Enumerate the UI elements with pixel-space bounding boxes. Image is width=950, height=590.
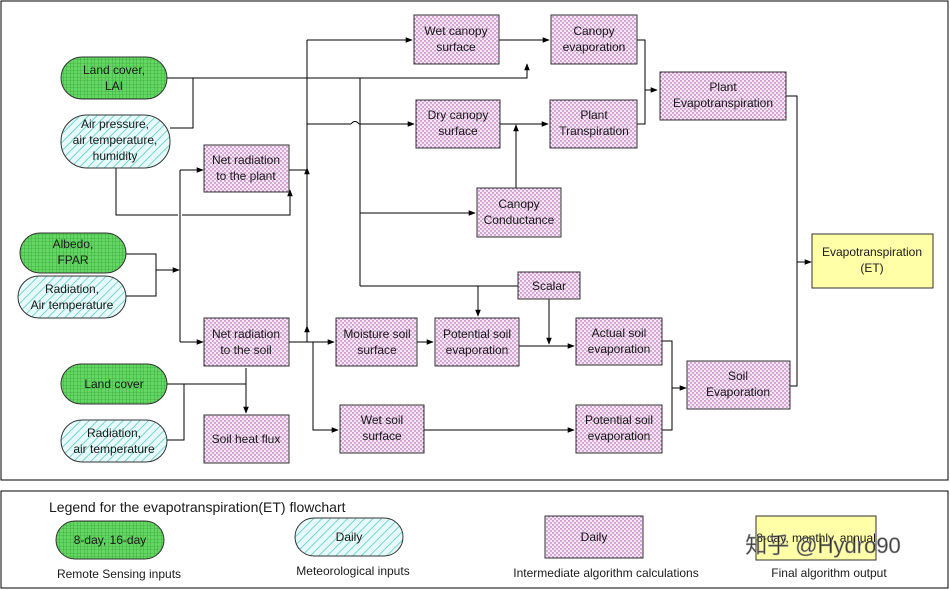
node-text: Dry canopy — [428, 108, 489, 122]
node-text: Conductance — [484, 213, 555, 227]
node-text: surface — [357, 343, 397, 357]
node-text: Land cover, — [83, 63, 145, 77]
legend-meteorological: Daily Meteorological inputs — [294, 517, 410, 578]
dry-canopy-surface-node: Dry canopy surface — [415, 99, 501, 149]
evapotranspiration-output-node: Evapotranspiration (ET) — [811, 233, 934, 289]
node-text: Land cover — [84, 377, 143, 391]
node-text: Radiation, — [45, 282, 99, 296]
potential-soil-evaporation-node: Potential soil evaporation — [434, 317, 520, 367]
node-text: evaporation — [563, 40, 626, 54]
air-pressure-node: Air pressure, air temperature, humidity — [60, 114, 171, 169]
node-text: Wet soil — [361, 413, 403, 427]
node-text: Evapotranspiration — [673, 96, 773, 110]
soil-evaporation-node: Soil Evaporation — [686, 360, 791, 410]
node-text: Radiation, — [87, 426, 141, 440]
node-text: Soil — [728, 369, 748, 383]
node-text: LAI — [105, 79, 123, 93]
legend-sample-text: Daily — [336, 530, 363, 544]
node-text: Moisture soil — [343, 327, 410, 341]
legend-label: Final algorithm output — [771, 566, 887, 580]
legend-intermediate: Daily Intermediate algorithm calculation… — [513, 515, 699, 580]
radiation-air-temperature-node-2: Radiation, air temperature — [60, 419, 168, 463]
node-text: Canopy — [498, 197, 539, 211]
net-radiation-plant-node: Net radiation to the plant — [203, 144, 290, 193]
connectors — [115, 37, 812, 441]
node-text: surface — [438, 124, 478, 138]
node-text: Evapotranspiration — [822, 245, 922, 259]
node-text: air temperature, — [73, 133, 158, 147]
node-text: Potential soil — [585, 413, 653, 427]
net-radiation-soil-node: Net radiation to the soil — [203, 317, 290, 367]
legend-label: Remote Sensing inputs — [57, 567, 181, 581]
node-text: FPAR — [57, 253, 88, 267]
node-text: to the plant — [216, 169, 276, 183]
plant-evapotranspiration-node: Plant Evapotranspiration — [659, 71, 787, 121]
land-cover-lai-node: Land cover, LAI — [60, 56, 168, 100]
node-text: Canopy — [573, 24, 614, 38]
node-text: Plant — [580, 108, 608, 122]
node-text: Scalar — [532, 279, 566, 293]
node-text: evaporation — [588, 342, 651, 356]
canopy-conductance-node: Canopy Conductance — [476, 187, 562, 238]
land-cover-node: Land cover — [60, 363, 168, 405]
node-text: surface — [436, 40, 476, 54]
node-text: Plant — [709, 80, 737, 94]
legend-sample-text: Daily — [581, 530, 608, 544]
node-text: surface — [362, 429, 402, 443]
node-text: Wet canopy — [424, 24, 487, 38]
node-text: Actual soil — [592, 326, 647, 340]
node-text: to the soil — [220, 343, 271, 357]
node-text: Net radiation — [212, 153, 280, 167]
plant-transpiration-node: Plant Transpiration — [549, 99, 638, 149]
radiation-air-temperature-node: Radiation, Air temperature — [17, 275, 127, 319]
node-text: air temperature — [73, 442, 155, 456]
legend-final-output: 8-day, monthly, annual Final algorithm o… — [755, 515, 887, 580]
moisture-soil-surface-node: Moisture soil surface — [335, 317, 418, 367]
legend-frame — [0, 490, 949, 589]
node-text: evaporation — [588, 429, 651, 443]
legend-sample-text: 8-day, monthly, annual — [756, 531, 876, 545]
node-text: Evaporation — [706, 385, 770, 399]
node-text: Potential soil — [443, 327, 511, 341]
soil-heat-flux-node: Soil heat flux — [203, 414, 290, 464]
legend-title: Legend for the evapotranspiration(ET) fl… — [49, 499, 346, 515]
diagram-frame — [0, 0, 949, 481]
wet-canopy-surface-node: Wet canopy surface — [413, 14, 500, 65]
node-text: Albedo, — [53, 237, 94, 251]
node-text: Air pressure, — [81, 117, 149, 131]
legend-label: Meteorological inputs — [296, 564, 409, 578]
actual-soil-evaporation-node: Actual soil evaporation — [575, 317, 663, 366]
scalar-node: Scalar — [517, 271, 581, 300]
canopy-evaporation-node: Canopy evaporation — [550, 14, 638, 65]
node-text: Transpiration — [559, 124, 629, 138]
legend-label: Intermediate algorithm calculations — [513, 566, 698, 580]
node-text: evaporation — [446, 343, 509, 357]
node-text: Air temperature — [31, 298, 114, 312]
node-text: humidity — [93, 149, 138, 163]
potential-soil-evaporation-node-2: Potential soil evaporation — [575, 404, 663, 454]
legend-sample-text: 8-day, 16-day — [74, 533, 147, 547]
albedo-fpar-node: Albedo, FPAR — [19, 232, 127, 274]
watermark: 知乎 @Hydro90 — [745, 533, 901, 558]
node-text: (ET) — [860, 261, 883, 275]
wet-soil-surface-node: Wet soil surface — [339, 404, 425, 454]
node-text: Net radiation — [212, 327, 280, 341]
legend-remote-sensing: 8-day, 16-day Remote Sensing inputs — [55, 520, 181, 581]
node-text: Soil heat flux — [212, 432, 281, 446]
